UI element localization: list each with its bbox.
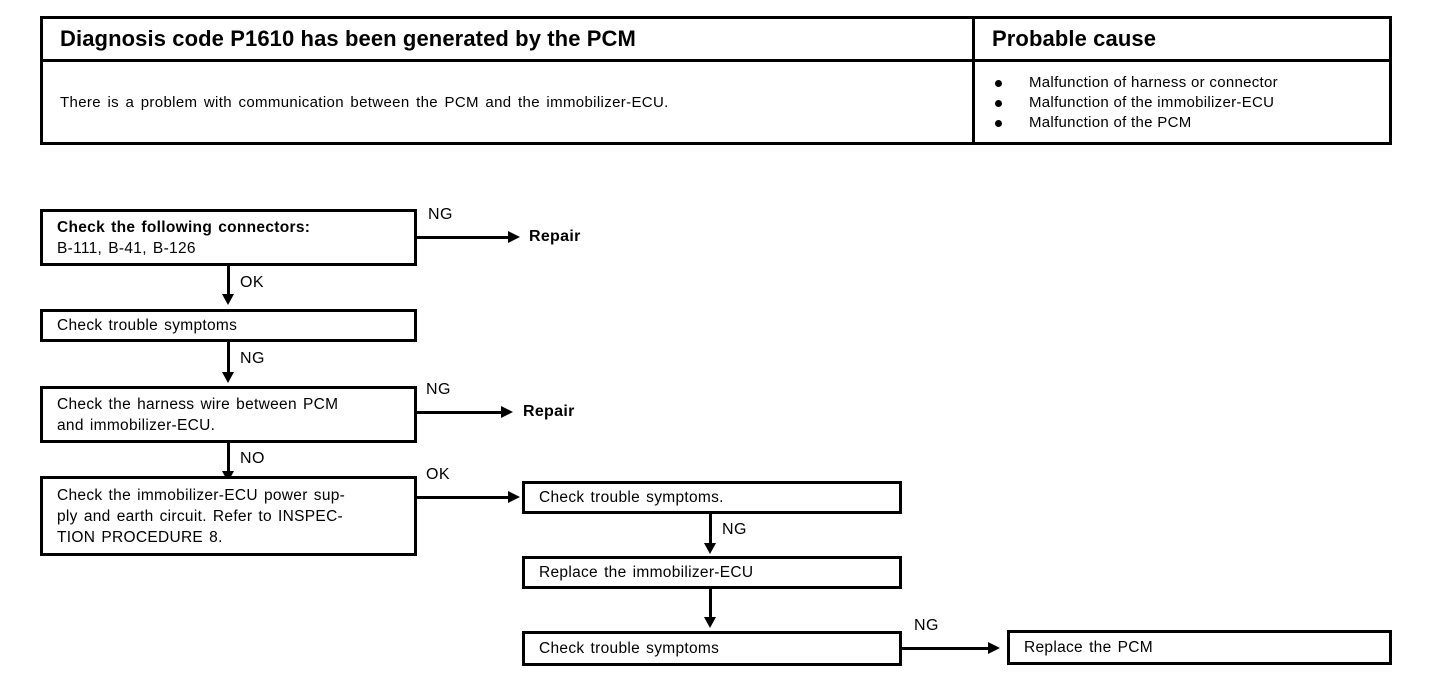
arrowhead-down xyxy=(704,617,716,628)
diagnosis-code-title: Diagnosis code P1610 has been generated … xyxy=(60,26,636,51)
check-power-line3: TION PROCEDURE 8. xyxy=(57,528,223,546)
list-item: Malfunction of the PCM xyxy=(995,113,1409,133)
terminal-repair-1: Repair xyxy=(529,228,581,245)
terminal-repair-2: Repair xyxy=(523,403,575,420)
flow-box-text: Replace the immobilizer-ECU xyxy=(525,562,761,583)
edge-power-to-symptoms2 xyxy=(417,496,510,499)
flow-box-check-connectors: Check the following connectors: B-111, B… xyxy=(40,209,417,266)
diagnosis-table: Diagnosis code P1610 has been generated … xyxy=(40,16,1392,145)
flow-box-text: Check the following connectors: B-111, B… xyxy=(43,217,318,259)
table-body-row: There is a problem with communication be… xyxy=(43,62,1389,142)
edge-label-symptoms3-ng: NG xyxy=(914,617,939,634)
edge-harness-to-power xyxy=(227,443,230,476)
bullet-icon xyxy=(995,80,1002,87)
arrowhead-down xyxy=(222,294,234,305)
probable-cause-list-wrap: Malfunction of harness or connector Malf… xyxy=(975,71,1389,133)
edge-label-harness-no: NO xyxy=(240,450,265,467)
list-item: Malfunction of the immobilizer-ECU xyxy=(995,93,1409,113)
list-item: Malfunction of harness or connector xyxy=(995,73,1409,93)
flow-box-check-power-supply: Check the immobilizer-ECU power sup- ply… xyxy=(40,476,417,556)
flow-box-text: Replace the PCM xyxy=(1010,637,1161,658)
flow-box-text: Check trouble symptoms. xyxy=(525,487,732,508)
table-header-cell-diagnosis: Diagnosis code P1610 has been generated … xyxy=(43,19,975,59)
edge-label-power-ok: OK xyxy=(426,466,450,483)
flow-box-replace-pcm: Replace the PCM xyxy=(1007,630,1392,665)
check-symptoms-3-text: Check trouble symptoms xyxy=(539,640,720,657)
check-power-line2: ply and earth circuit. Refer to INSPEC- xyxy=(57,507,344,525)
cause-text: Malfunction of harness or connector xyxy=(1029,74,1278,91)
arrowhead-right xyxy=(508,491,520,503)
flow-box-replace-immobilizer-ecu: Replace the immobilizer-ECU xyxy=(522,556,902,589)
bullet-icon xyxy=(995,100,1002,107)
flow-box-check-symptoms-2: Check trouble symptoms. xyxy=(522,481,902,514)
cause-text: Malfunction of the immobilizer-ECU xyxy=(1029,94,1275,111)
flow-box-text: Check trouble symptoms xyxy=(525,638,727,659)
bullet-icon xyxy=(995,120,1002,127)
check-connectors-line2: B-111, B-41, B-126 xyxy=(57,239,196,257)
check-harness-line2: and immobilizer-ECU. xyxy=(57,416,216,434)
flow-box-check-harness: Check the harness wire between PCM and i… xyxy=(40,386,417,443)
replace-ecu-text: Replace the immobilizer-ECU xyxy=(539,564,754,581)
arrowhead-right xyxy=(501,406,513,418)
table-body-cell-causes: Malfunction of harness or connector Malf… xyxy=(975,62,1389,142)
arrowhead-right xyxy=(508,231,520,243)
edge-label-harness-ng: NG xyxy=(426,381,451,398)
table-header-row: Diagnosis code P1610 has been generated … xyxy=(43,19,1389,62)
edge-symptoms2-to-replace-ecu xyxy=(709,514,712,548)
edge-symptoms3-to-replace-pcm xyxy=(902,647,990,650)
table-body-cell-description: There is a problem with communication be… xyxy=(43,62,975,142)
flow-box-text: Check the harness wire between PCM and i… xyxy=(43,394,346,436)
flow-box-check-symptoms-3: Check trouble symptoms xyxy=(522,631,902,666)
check-symptoms-1-text: Check trouble symptoms xyxy=(57,317,238,334)
arrowhead-right xyxy=(988,642,1000,654)
edge-replace-ecu-to-symptoms3 xyxy=(709,589,712,622)
edge-harness-to-repair xyxy=(417,411,503,414)
diagnosis-description: There is a problem with communication be… xyxy=(60,93,669,111)
arrowhead-down xyxy=(704,543,716,554)
probable-cause-title: Probable cause xyxy=(992,26,1157,51)
edge-connectors-to-repair xyxy=(417,236,510,239)
flow-box-check-symptoms-1: Check trouble symptoms xyxy=(40,309,417,342)
edge-label-connectors-ok: OK xyxy=(240,274,264,291)
flow-box-text: Check the immobilizer-ECU power sup- ply… xyxy=(43,485,353,548)
edge-connectors-to-symptoms xyxy=(227,266,230,299)
edge-symptoms1-to-harness xyxy=(227,342,230,377)
probable-cause-list: Malfunction of harness or connector Malf… xyxy=(975,73,1409,133)
arrowhead-down xyxy=(222,372,234,383)
edge-label-symptoms1-ng: NG xyxy=(240,350,265,367)
check-symptoms-2-text: Check trouble symptoms. xyxy=(539,489,724,506)
flow-box-text: Check trouble symptoms xyxy=(43,315,245,336)
table-header-cell-probable-cause: Probable cause xyxy=(975,19,1389,59)
edge-label-symptoms2-ng: NG xyxy=(722,521,747,538)
check-harness-line1: Check the harness wire between PCM xyxy=(57,395,339,413)
cause-text: Malfunction of the PCM xyxy=(1029,114,1192,131)
check-connectors-line1: Check the following connectors: xyxy=(57,218,311,236)
edge-label-connectors-ng: NG xyxy=(428,206,453,223)
check-power-line1: Check the immobilizer-ECU power sup- xyxy=(57,486,346,504)
replace-pcm-text: Replace the PCM xyxy=(1024,639,1153,656)
